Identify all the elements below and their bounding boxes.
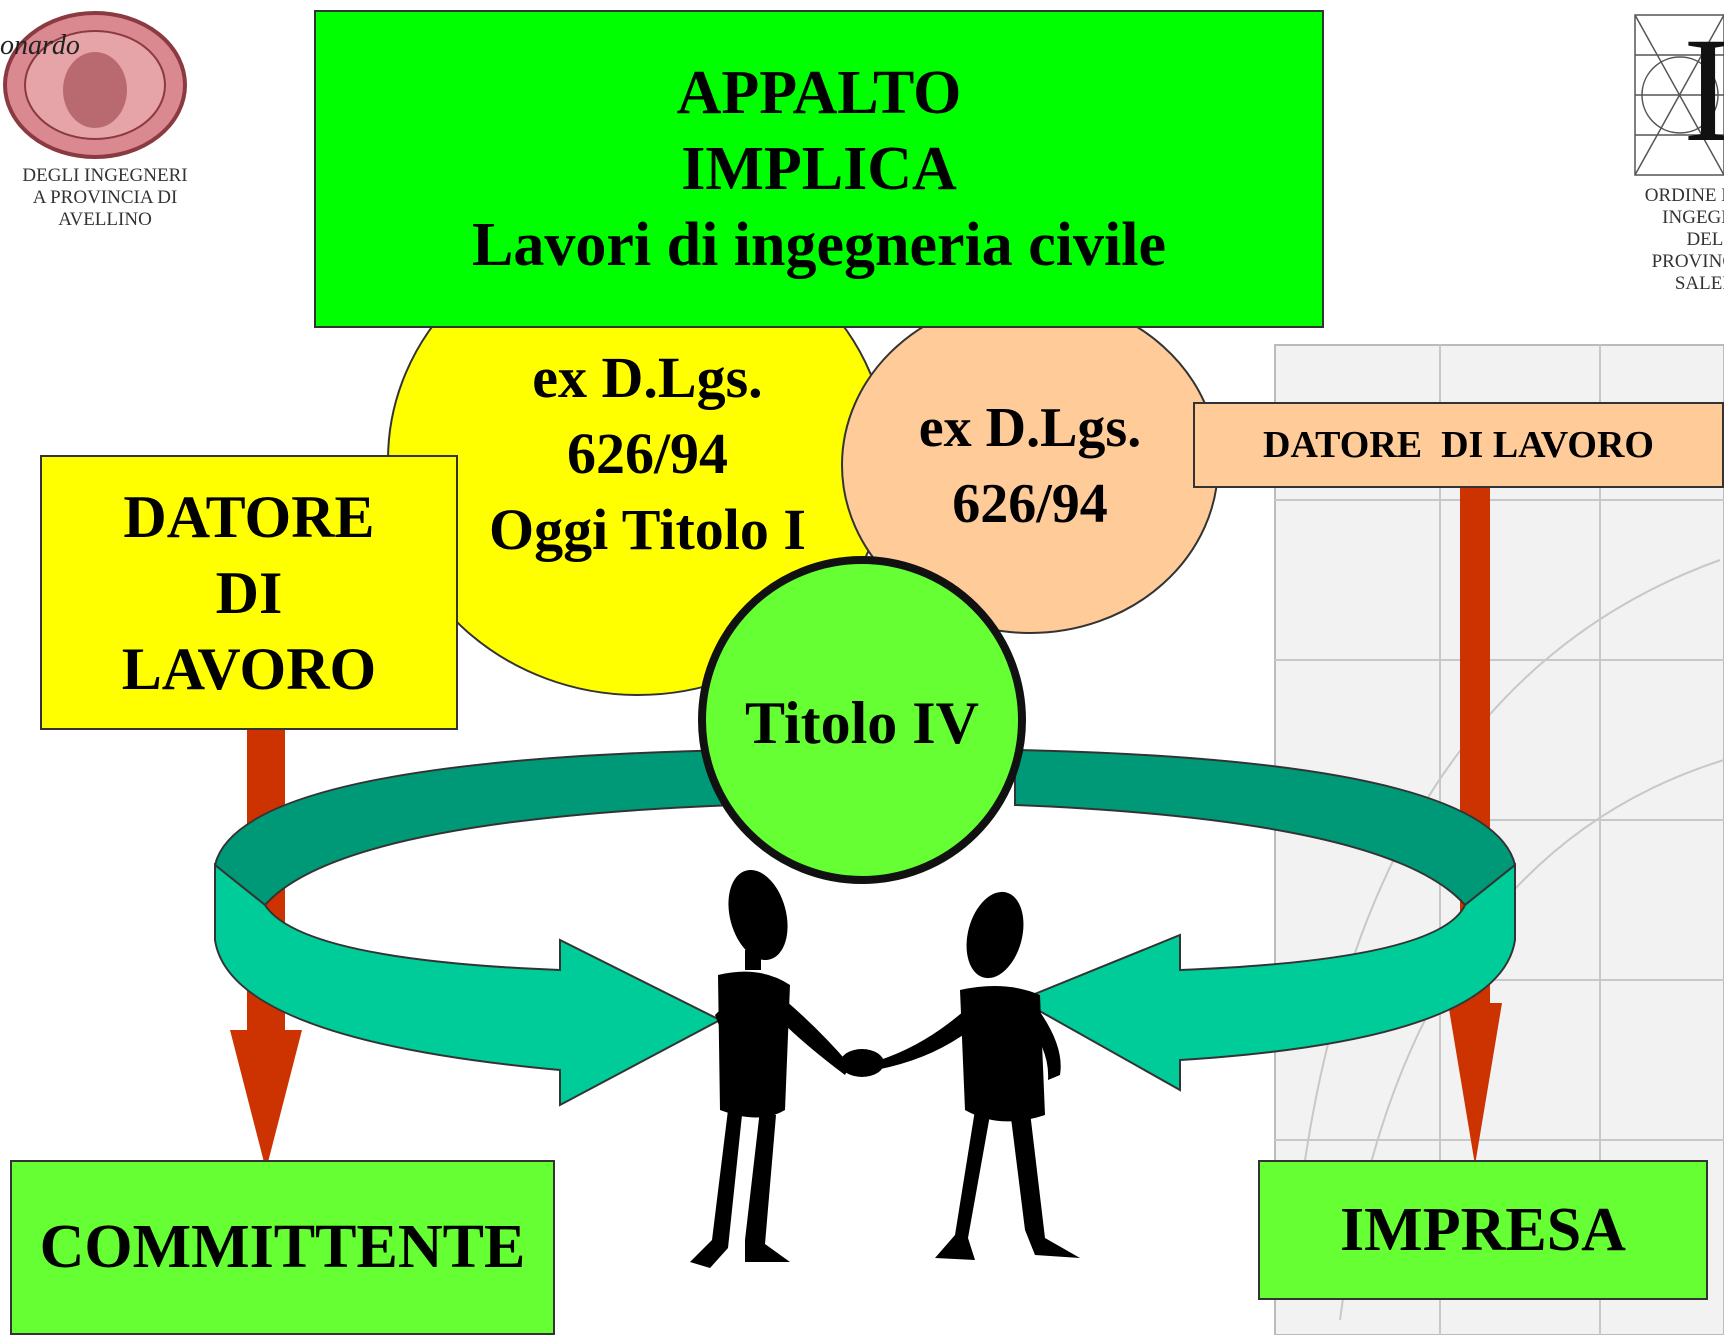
left-datore-line-1: DATORE bbox=[123, 483, 375, 550]
titolo-iv-circle bbox=[698, 556, 1026, 884]
teal-arrow-right bbox=[1017, 862, 1516, 1092]
peach-line-2: 626/94 bbox=[952, 473, 1108, 535]
titolo-iv-label: Titolo IV bbox=[745, 690, 979, 756]
committente-box: COMMITTENTE bbox=[10, 1160, 555, 1335]
left-logo-caption: DEGLI INGEGNERI A PROVINCIA DI AVELLINO bbox=[0, 165, 210, 231]
right-caption-line-3: DELL bbox=[1686, 229, 1724, 250]
right-caption-line-4: PROVINC bbox=[1651, 251, 1724, 272]
right-logo-caption: ORDINE D INGEGN DELL PROVINC SALER bbox=[1635, 185, 1724, 295]
left-caption-line-1: DEGLI INGEGNERI bbox=[22, 165, 188, 186]
right-caption-line-5: SALER bbox=[1674, 273, 1724, 294]
title-line-1: APPALTO bbox=[676, 59, 962, 127]
teal-ring-back bbox=[213, 748, 736, 907]
header-title-box: APPALTO IMPLICA Lavori di ingegneria civ… bbox=[314, 10, 1324, 328]
left-caption-line-3: AVELLINO bbox=[58, 209, 152, 230]
teal-arrow-left bbox=[214, 862, 723, 1107]
right-datore-box: DATORE DI LAVORO bbox=[1193, 402, 1724, 488]
yellow-line-3: Oggi Titolo I bbox=[489, 497, 806, 562]
committente-label: COMMITTENTE bbox=[39, 1213, 526, 1281]
right-logo-mark bbox=[1634, 14, 1724, 176]
right-caption-line-2: INGEGN bbox=[1662, 207, 1724, 228]
peach-circle-text: ex D.Lgs. 626/94 bbox=[870, 390, 1190, 542]
right-logo-letter: I bbox=[1683, 7, 1724, 173]
left-logo-seal bbox=[3, 11, 187, 159]
left-logo-signature: onardo bbox=[0, 30, 80, 61]
title-line-2: IMPLICA bbox=[681, 135, 957, 203]
impresa-box: IMPRESA bbox=[1258, 1160, 1708, 1300]
left-datore-line-3: LAVORO bbox=[121, 635, 377, 702]
right-datore-label: DATORE DI LAVORO bbox=[1263, 424, 1654, 466]
yellow-line-2: 626/94 bbox=[566, 421, 729, 486]
left-datore-box: DATORE DI LAVORO bbox=[40, 455, 458, 730]
peach-line-1: ex D.Lgs. bbox=[918, 397, 1142, 459]
handshake-figures bbox=[690, 869, 1080, 1268]
right-caption-line-1: ORDINE D bbox=[1644, 185, 1724, 206]
yellow-circle-text: ex D.Lgs. 626/94 Oggi Titolo I bbox=[455, 340, 840, 568]
left-datore-line-2: DI bbox=[215, 559, 283, 626]
left-caption-line-2: A PROVINCIA DI bbox=[32, 187, 178, 208]
yellow-line-1: ex D.Lgs. bbox=[532, 345, 763, 410]
title-line-3: Lavori di ingegneria civile bbox=[472, 211, 1166, 279]
impresa-label: IMPRESA bbox=[1340, 1195, 1626, 1264]
